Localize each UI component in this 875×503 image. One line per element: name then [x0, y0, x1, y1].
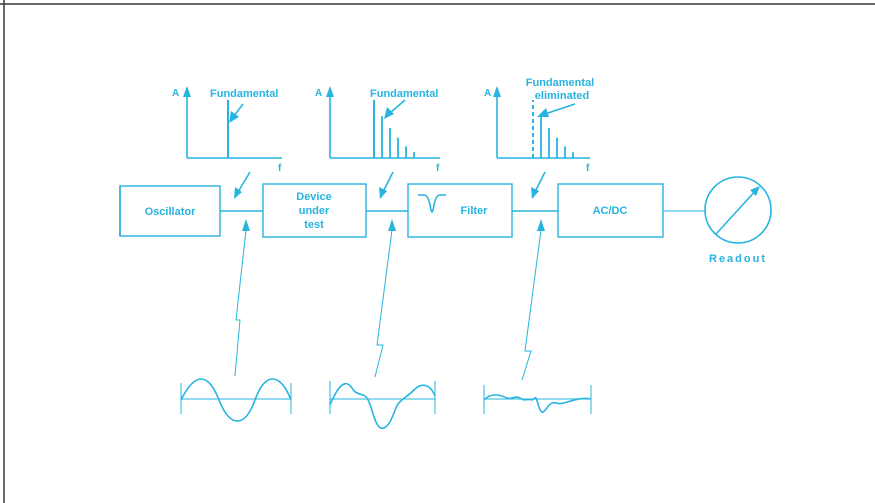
spectrum-plot-dut: A f Fundamental: [315, 86, 440, 174]
lightning-probe-icon: [521, 219, 545, 381]
spectrum-1-x-axis-label: f: [278, 163, 282, 174]
spectrum-plot-oscillator: A f Fundamental: [172, 86, 282, 174]
dut-label-line-1: Device: [296, 191, 331, 203]
readout-meter: Readout: [704, 176, 772, 265]
waveform-oscillator: [180, 378, 292, 422]
annotation-arrows: [229, 99, 576, 123]
spectrum-3-annotation-line-1: Fundamental: [526, 77, 594, 89]
lightning-probe-icon: [374, 219, 396, 378]
annotation-arrow-1: [229, 103, 244, 123]
spectrum-2-annotation: Fundamental: [370, 88, 438, 100]
dut-label-line-2: under: [299, 205, 330, 217]
device-under-test-block: Device under test: [262, 183, 367, 238]
spectrum-2-axes: [326, 86, 440, 159]
filter-label: Filter: [461, 205, 489, 217]
acdc-label: AC/DC: [593, 205, 628, 217]
spectrum-1-annotation: Fundamental: [210, 88, 278, 100]
spectrum-plot-filter: A f Fundamental eliminated: [484, 77, 594, 174]
spectrum-2-x-axis-label: f: [436, 163, 440, 174]
spectrum-3-axes: [493, 86, 590, 159]
annotation-arrow-2: [384, 99, 406, 119]
spectrum-1-y-axis-label: A: [172, 88, 179, 99]
spectrum-probe-arrow-1: [234, 171, 251, 199]
waveform-dut: [329, 381, 436, 429]
filter-block: Filter: [407, 183, 513, 238]
dut-label-line-3: test: [304, 219, 324, 231]
waveform-filter: [483, 385, 592, 414]
readout-label: Readout: [709, 253, 767, 265]
annotation-arrow-3: [537, 103, 576, 117]
spectrum-3-annotation-line-2: eliminated: [535, 90, 589, 102]
meter-needle-icon: [715, 186, 760, 235]
spectrum-2-y-axis-label: A: [315, 88, 322, 99]
spectrum-1-axes: [183, 86, 282, 159]
oscillator-block: Oscillator: [119, 185, 221, 237]
spectrum-bars: [227, 100, 574, 158]
spectrum-3-y-axis-label: A: [484, 88, 491, 99]
acdc-block: AC/DC: [557, 183, 664, 238]
spectrum-probe-arrow-3: [531, 171, 546, 199]
oscillator-label: Oscillator: [145, 206, 196, 218]
waveform-probes: [234, 219, 545, 381]
lightning-probe-icon: [234, 219, 250, 377]
spectrum-3-x-axis-label: f: [586, 163, 590, 174]
notch-filter-icon: [418, 194, 446, 213]
spectrum-probe-arrows: [234, 171, 546, 199]
spectrum-probe-arrow-2: [379, 171, 394, 199]
